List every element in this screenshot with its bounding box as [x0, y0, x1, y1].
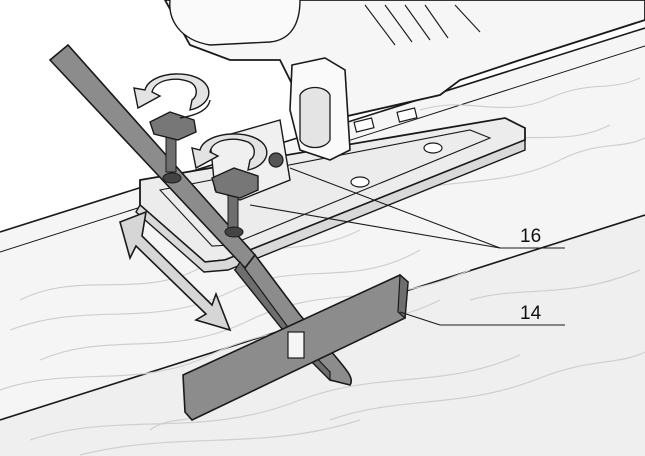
screw-washer-right — [224, 226, 244, 238]
rotation-arrow-left — [133, 73, 211, 119]
thumb-knob-left — [149, 111, 197, 141]
adjustment-double-arrow — [119, 210, 232, 332]
callout-16-leader — [249, 167, 565, 249]
base-slot-2 — [396, 107, 418, 123]
callout-14-leader — [399, 311, 565, 326]
screw-washer-left — [162, 172, 182, 184]
callout-label-16: 16 — [520, 226, 541, 247]
thumb-knob-right — [211, 167, 259, 199]
guide-fence-slot — [287, 331, 305, 359]
rotation-arrow-right — [191, 133, 268, 171]
jigsaw-front-grip — [169, 0, 301, 46]
jigsaw-roller — [299, 86, 331, 149]
clamp-screw-right — [211, 167, 259, 238]
clamp-screw-left — [149, 111, 197, 184]
base-plate-lip — [135, 138, 526, 273]
base-slot-1 — [353, 117, 375, 133]
base-hole-1 — [423, 142, 443, 154]
base-plate-inner — [158, 129, 492, 247]
wood-grain — [0, 77, 645, 456]
jigsaw-ventilation-lines — [364, 4, 481, 46]
guide-fence-plate-edge — [397, 273, 409, 320]
callout-label-14: 14 — [520, 303, 542, 324]
rip-fence-guide — [48, 43, 409, 421]
base-hole-2 — [350, 176, 370, 188]
blade-screw — [268, 152, 284, 168]
